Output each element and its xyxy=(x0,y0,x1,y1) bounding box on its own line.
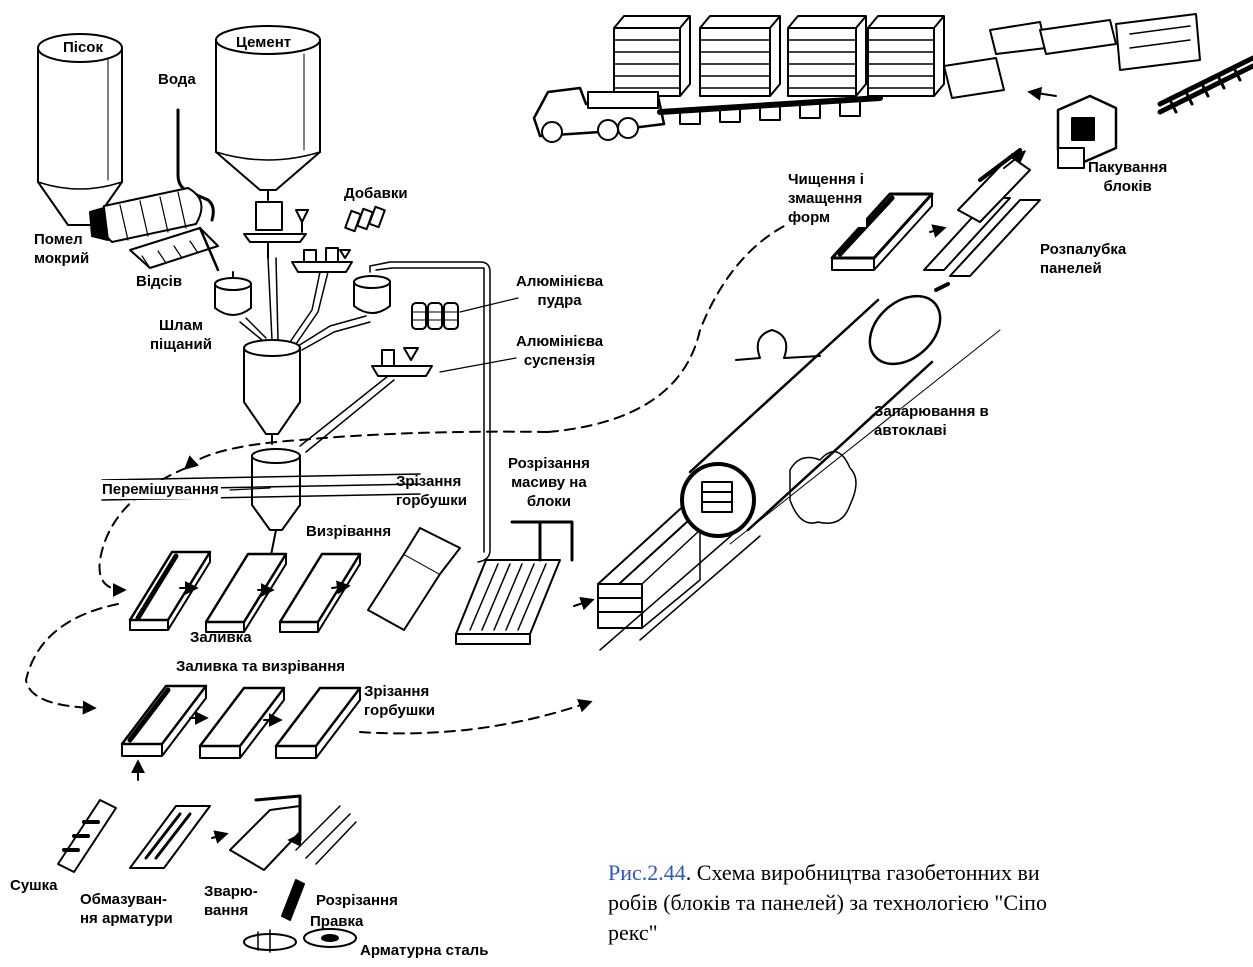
flow-to-row2-arrow xyxy=(26,604,118,708)
label-sand: Пісок xyxy=(63,38,103,57)
ball-mill-icon xyxy=(90,188,201,242)
molds-row-bottom xyxy=(122,686,360,758)
aluminium-powder-icon xyxy=(412,303,458,329)
label-demoulding: Розпалубка панелей xyxy=(1040,240,1126,278)
caption-line-1: Рис.2.44. Схема виробництва газобетонних… xyxy=(608,858,1047,888)
block-stack-icon xyxy=(598,500,700,628)
cement-silo-icon xyxy=(216,26,320,200)
cement-doser-icon xyxy=(244,202,308,258)
flow-to-cleaning-arrow xyxy=(548,210,826,432)
caption-line-3: рекс" xyxy=(608,918,1047,948)
small-dosers-icon xyxy=(292,248,352,272)
label-autoclave: Запарювання в автоклаві xyxy=(874,402,989,440)
label-trim-cutting-1: Зрізання горбушки xyxy=(396,472,467,510)
label-water: Вода xyxy=(158,70,196,89)
label-wet-grinding: Помел мокрий xyxy=(34,230,89,268)
flow-return-arrow xyxy=(186,432,548,468)
label-cement: Цемент xyxy=(236,33,291,52)
pre-mixer-icon xyxy=(244,340,300,444)
label-rebar-coating: Обмазуван- ня арматури xyxy=(80,890,173,928)
slurry-tank-icon xyxy=(215,272,251,315)
label-form-cleaning: Чищення і змащення форм xyxy=(786,170,866,227)
molds-row-top xyxy=(130,528,460,632)
figure-reference-link[interactable]: Рис.2.44 xyxy=(608,860,686,885)
label-cutting-mass: Розрізання масиву на блоки xyxy=(508,454,590,511)
demoulding-icon xyxy=(924,150,1040,290)
label-additives: Добавки xyxy=(344,184,408,203)
label-sand-slurry: Шлам піщаний xyxy=(150,316,212,354)
label-packaging: Пакування блоків xyxy=(1088,158,1167,196)
warehouse-stacks-icon xyxy=(614,14,1200,98)
label-casting: Заливка xyxy=(190,628,252,647)
label-aluminium-powder: Алюмінієва пудра xyxy=(516,272,603,310)
suspension-doser-icon xyxy=(372,348,432,376)
conveyor-top-right xyxy=(1160,58,1253,112)
label-rebar-steel: Арматурна сталь xyxy=(360,941,488,960)
autoclave-icon xyxy=(600,282,1000,650)
label-welding: Зварю- вання xyxy=(204,882,258,920)
label-mixing: Перемішування xyxy=(100,480,221,499)
sand-silo-icon xyxy=(38,34,122,225)
label-casting-ripening: Заливка та визрівання xyxy=(176,657,345,676)
label-screenings: Відсів xyxy=(136,272,182,291)
label-ripening: Визрівання xyxy=(306,522,391,541)
additives-icon xyxy=(345,207,385,231)
figure-caption: Рис.2.44. Схема виробництва газобетонних… xyxy=(608,858,1047,948)
caption-line-2: робів (блоків та панелей) за технологією… xyxy=(608,888,1047,918)
label-trim-cutting-2: Зрізання горбушки xyxy=(364,682,435,720)
cutting-machine-icon xyxy=(456,522,572,644)
suspension-tank-icon xyxy=(354,276,390,313)
label-drying: Сушка xyxy=(10,876,58,895)
label-straightening: Правка xyxy=(310,912,363,931)
label-aluminium-suspension: Алюмінієва суспензія xyxy=(516,332,603,370)
label-cutting: Розрізання xyxy=(316,891,398,910)
